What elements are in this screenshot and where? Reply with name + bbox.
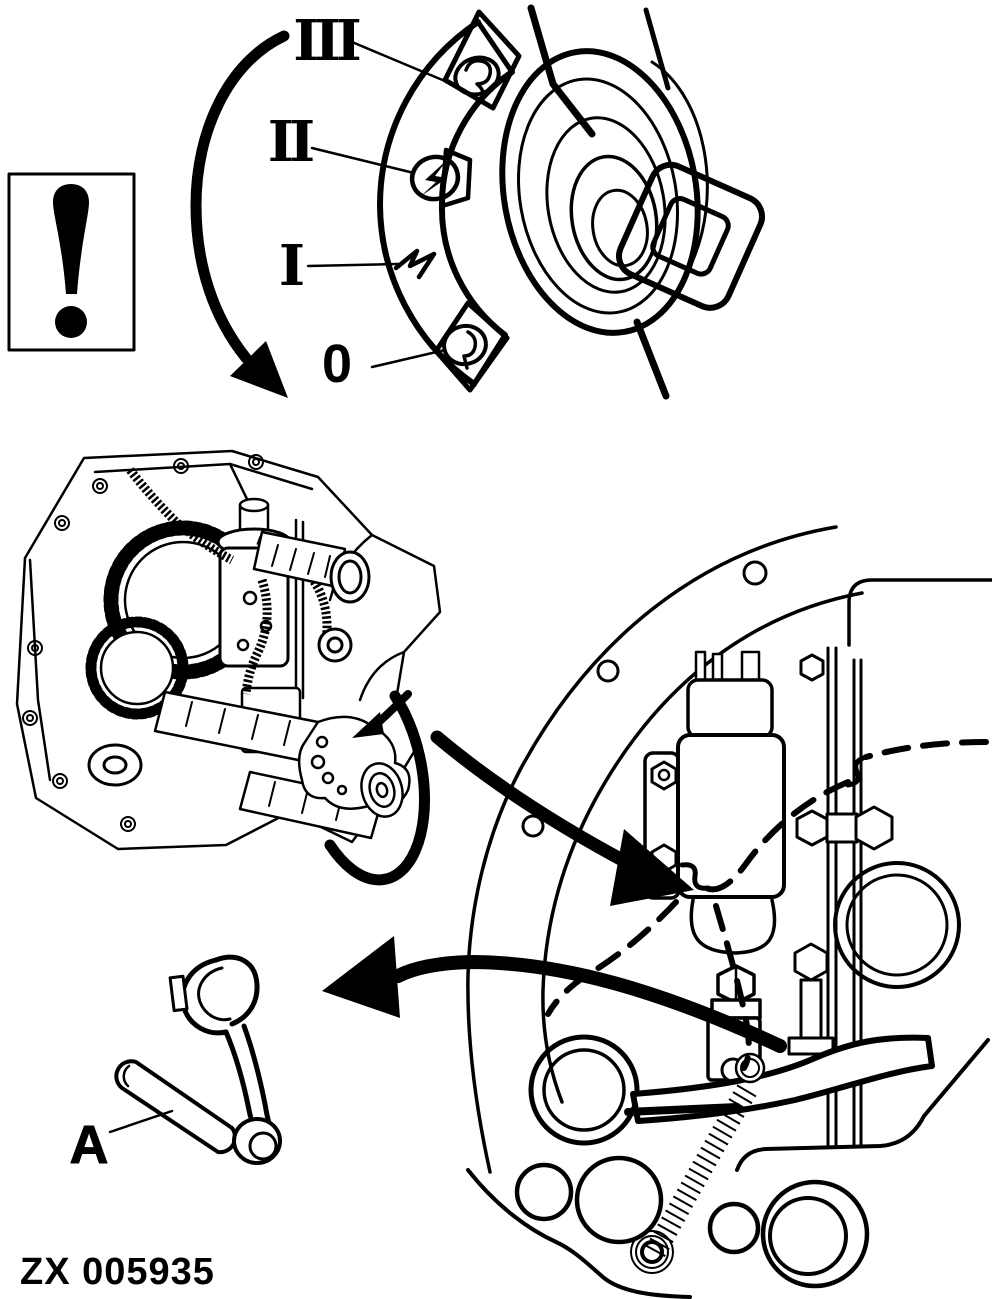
solenoid-boot bbox=[689, 898, 777, 955]
engine-assembly bbox=[15, 449, 442, 886]
part-a-pin bbox=[114, 1059, 238, 1155]
solenoid-terminal bbox=[740, 650, 761, 682]
part-a-detail: A bbox=[69, 954, 282, 1176]
part-a-eye bbox=[232, 1117, 282, 1165]
hatched-plates bbox=[153, 530, 384, 840]
housing-outline bbox=[15, 449, 442, 851]
flange-hex-hole bbox=[799, 653, 825, 682]
hose-ring bbox=[833, 861, 961, 989]
dashed-travel-path bbox=[545, 739, 989, 1071]
bracket-bolt-upper bbox=[795, 805, 894, 851]
rotation-arrow bbox=[190, 30, 290, 398]
leader-line-i bbox=[306, 262, 400, 268]
stop-lever bbox=[528, 1034, 935, 1146]
flange-hole bbox=[742, 560, 768, 586]
rotation-arrow-curve bbox=[190, 30, 290, 364]
rotation-arrow-head bbox=[230, 341, 288, 398]
position-label-iii: III bbox=[293, 8, 359, 74]
column-line-cross bbox=[643, 7, 671, 91]
column-line-upper bbox=[527, 4, 596, 138]
key-release-icon bbox=[462, 330, 478, 370]
solenoid-terminal bbox=[694, 650, 707, 682]
flange-hole bbox=[521, 814, 545, 838]
part-a-label: A bbox=[70, 1115, 109, 1175]
rotation-mark-arrow bbox=[352, 690, 412, 738]
drive-rotation-arc bbox=[324, 690, 431, 886]
solenoid-cap bbox=[686, 678, 774, 739]
flange-outer-arc bbox=[466, 525, 838, 1174]
preheat-plaque bbox=[442, 9, 522, 111]
shutoff-detail bbox=[466, 525, 992, 1299]
glow-plug-curl-icon bbox=[464, 58, 493, 101]
leader-line-ii bbox=[310, 146, 416, 175]
detail-arrow-right bbox=[430, 730, 694, 906]
position-label-0: 0 bbox=[322, 334, 352, 394]
position-label-ii: II bbox=[268, 109, 313, 175]
exclamation-icon bbox=[53, 184, 89, 338]
ignition-switch-diagram: III II I 0 bbox=[190, 4, 765, 400]
part-a-leader-line bbox=[108, 1109, 174, 1134]
casting-outline bbox=[466, 1038, 990, 1299]
column-line-lower bbox=[633, 318, 670, 400]
warning-box bbox=[7, 172, 136, 352]
governor-detail bbox=[297, 715, 411, 818]
dashed-path-hooks bbox=[679, 754, 869, 891]
housing-bosses bbox=[87, 550, 371, 787]
ignition-key bbox=[616, 161, 765, 311]
warning-frame bbox=[7, 172, 136, 352]
bracket-bolt-lower bbox=[787, 942, 835, 1056]
rear-panel-edge bbox=[847, 578, 992, 647]
part-a-clip bbox=[168, 954, 282, 1165]
solenoid-terminal bbox=[711, 652, 724, 682]
flange-hole bbox=[596, 659, 620, 683]
off-plaque bbox=[433, 300, 510, 393]
stop-solenoid bbox=[676, 650, 786, 955]
solenoid-body bbox=[676, 733, 786, 899]
zigzag-mark-icon bbox=[393, 248, 437, 280]
detail-arrow-left bbox=[322, 936, 787, 1053]
leader-line-iii bbox=[350, 40, 454, 86]
figure-code: ZX 005935 bbox=[20, 1251, 215, 1293]
position-label-i: I bbox=[279, 233, 305, 299]
bolt-holes bbox=[22, 454, 264, 832]
casting-bosses bbox=[514, 1155, 870, 1289]
leader-line-0 bbox=[370, 348, 447, 369]
lever-pivot-boss bbox=[528, 1034, 640, 1146]
lightning-bolt-icon bbox=[421, 160, 447, 196]
position-labels: III II I 0 bbox=[268, 8, 454, 394]
start-plaque bbox=[409, 147, 473, 209]
